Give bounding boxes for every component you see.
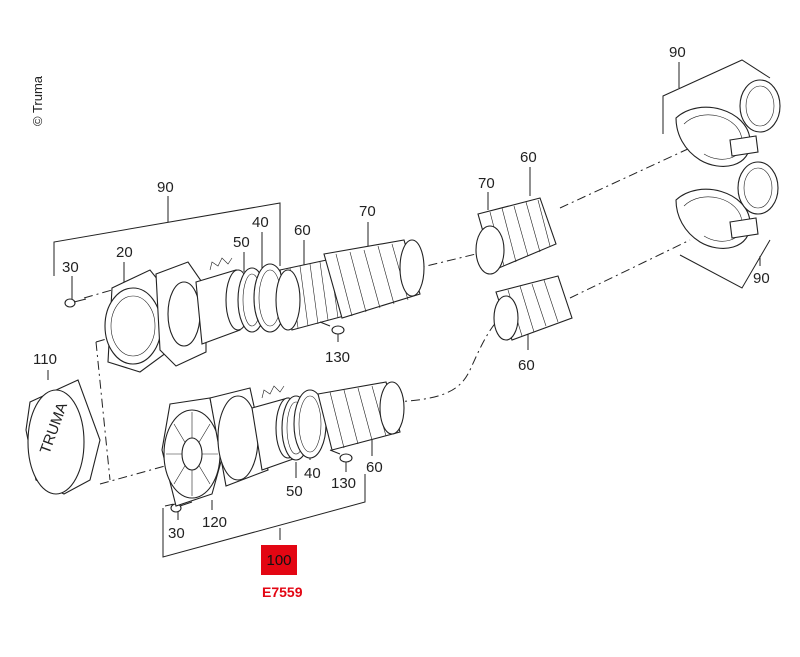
clamp-90-top bbox=[675, 79, 781, 167]
clamp-90-bottom bbox=[675, 161, 779, 249]
screw-30-top bbox=[64, 298, 87, 308]
callout-60-right-top: 60 bbox=[520, 149, 537, 166]
callout-labels: 90 30 20 50 40 60 70 130 110 70 60 60 90… bbox=[33, 44, 770, 542]
flange-upper bbox=[155, 261, 207, 367]
callout-40-lower: 40 bbox=[304, 465, 321, 482]
drawing-code: E7559 bbox=[262, 584, 303, 600]
callout-60-lower: 60 bbox=[366, 459, 383, 476]
assembly-number-badge: 100 bbox=[261, 545, 297, 575]
callout-130-lower: 130 bbox=[331, 475, 356, 492]
bolt-130-top bbox=[319, 321, 345, 335]
cover-plate-20 bbox=[104, 269, 171, 373]
callout-90-top-right: 90 bbox=[669, 44, 686, 61]
duct-70-right bbox=[475, 197, 557, 275]
callout-30-lower: 30 bbox=[168, 525, 185, 542]
upper-assembly bbox=[64, 239, 425, 373]
copyright-text: © Truma bbox=[30, 75, 45, 126]
sleeve-60-lower bbox=[317, 381, 405, 451]
lower-assembly bbox=[161, 381, 405, 513]
callout-60-top: 60 bbox=[294, 222, 311, 239]
duct-70-upper bbox=[323, 239, 425, 319]
callout-90-bottom-right: 90 bbox=[753, 270, 770, 287]
callout-90-left: 90 bbox=[157, 179, 174, 196]
callout-30-top: 30 bbox=[62, 259, 79, 276]
callout-110: 110 bbox=[33, 351, 57, 368]
callout-70-top: 70 bbox=[359, 203, 376, 220]
sleeve-60-upper bbox=[275, 257, 345, 331]
callout-20: 20 bbox=[116, 244, 133, 261]
cap-110: TRUMA bbox=[25, 379, 101, 495]
bolt-130-lower bbox=[329, 449, 353, 463]
callout-40-top: 40 bbox=[252, 214, 269, 231]
callout-60-right-bottom: 60 bbox=[518, 357, 535, 374]
callout-120: 120 bbox=[202, 514, 227, 531]
callout-50-top: 50 bbox=[233, 234, 250, 251]
callout-130-top: 130 bbox=[325, 349, 350, 366]
duct-60-right bbox=[493, 275, 573, 341]
callout-50-lower: 50 bbox=[286, 483, 303, 500]
bracket-lines bbox=[47, 59, 771, 558]
grille-120 bbox=[161, 397, 223, 507]
callout-70-right: 70 bbox=[478, 175, 495, 192]
